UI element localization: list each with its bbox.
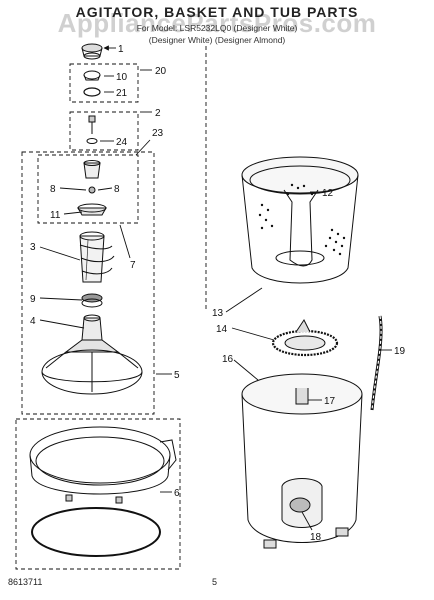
callout-18: 18: [310, 532, 322, 543]
callout-9: 9: [30, 294, 36, 305]
part-agitator-top: [77, 160, 107, 216]
callout-23: 23: [152, 128, 164, 139]
part-agitator-cap: [81, 43, 103, 60]
callout-20: 20: [155, 66, 167, 77]
group-23-box: [21, 151, 155, 415]
part-balance-ring: [29, 426, 177, 504]
model-line: For Model: LSR5232LQ0 (Designer White): [136, 23, 298, 33]
color-line: (Designer White) (Designer Almond): [148, 35, 286, 45]
callout-6: 6: [174, 488, 180, 499]
part-bolt: [86, 115, 98, 144]
group-20-box: [69, 63, 139, 103]
callout-13: 13: [212, 308, 224, 319]
part-agitator-base: [41, 314, 143, 395]
part-o-ring-21: [83, 87, 101, 97]
callout-11: 11: [50, 210, 61, 221]
group-2-box: [69, 111, 139, 151]
part-cam-ring: [83, 70, 101, 81]
watermark-text: AppliancePartsPros.com: [57, 8, 377, 38]
callout-8-left: 8: [50, 184, 56, 195]
callout-7: 7: [130, 260, 136, 271]
part-seal-ring: [31, 507, 161, 557]
leader-lines: [39, 45, 392, 531]
callout-5: 5: [174, 370, 180, 381]
callout-21: 21: [116, 88, 128, 99]
callout-14: 14: [216, 324, 228, 335]
callout-16: 16: [222, 354, 234, 365]
callout-1: 1: [118, 44, 124, 55]
part-outer-tub: [241, 373, 363, 549]
page-number: 5: [212, 577, 218, 587]
part-hose: [370, 315, 383, 411]
group-5-box: [15, 418, 181, 570]
page-title: AGITATOR, BASKET AND TUB PARTS: [75, 4, 359, 20]
callout-8-right: 8: [114, 184, 120, 195]
callout-10: 10: [116, 72, 128, 83]
callout-19: 19: [394, 346, 406, 357]
document-number: 8613711: [8, 577, 43, 587]
part-dog-ring: [81, 293, 103, 308]
basket-perforations: [258, 183, 346, 256]
part-spin-seal: [271, 319, 339, 357]
part-auger: [79, 231, 115, 283]
callout-4: 4: [30, 316, 36, 327]
part-basket: [241, 156, 359, 284]
callout-24: 24: [116, 137, 128, 148]
callout-12: 12: [322, 188, 334, 199]
callout-17: 17: [324, 396, 336, 407]
callout-2: 2: [155, 108, 161, 119]
callout-3: 3: [30, 242, 36, 253]
